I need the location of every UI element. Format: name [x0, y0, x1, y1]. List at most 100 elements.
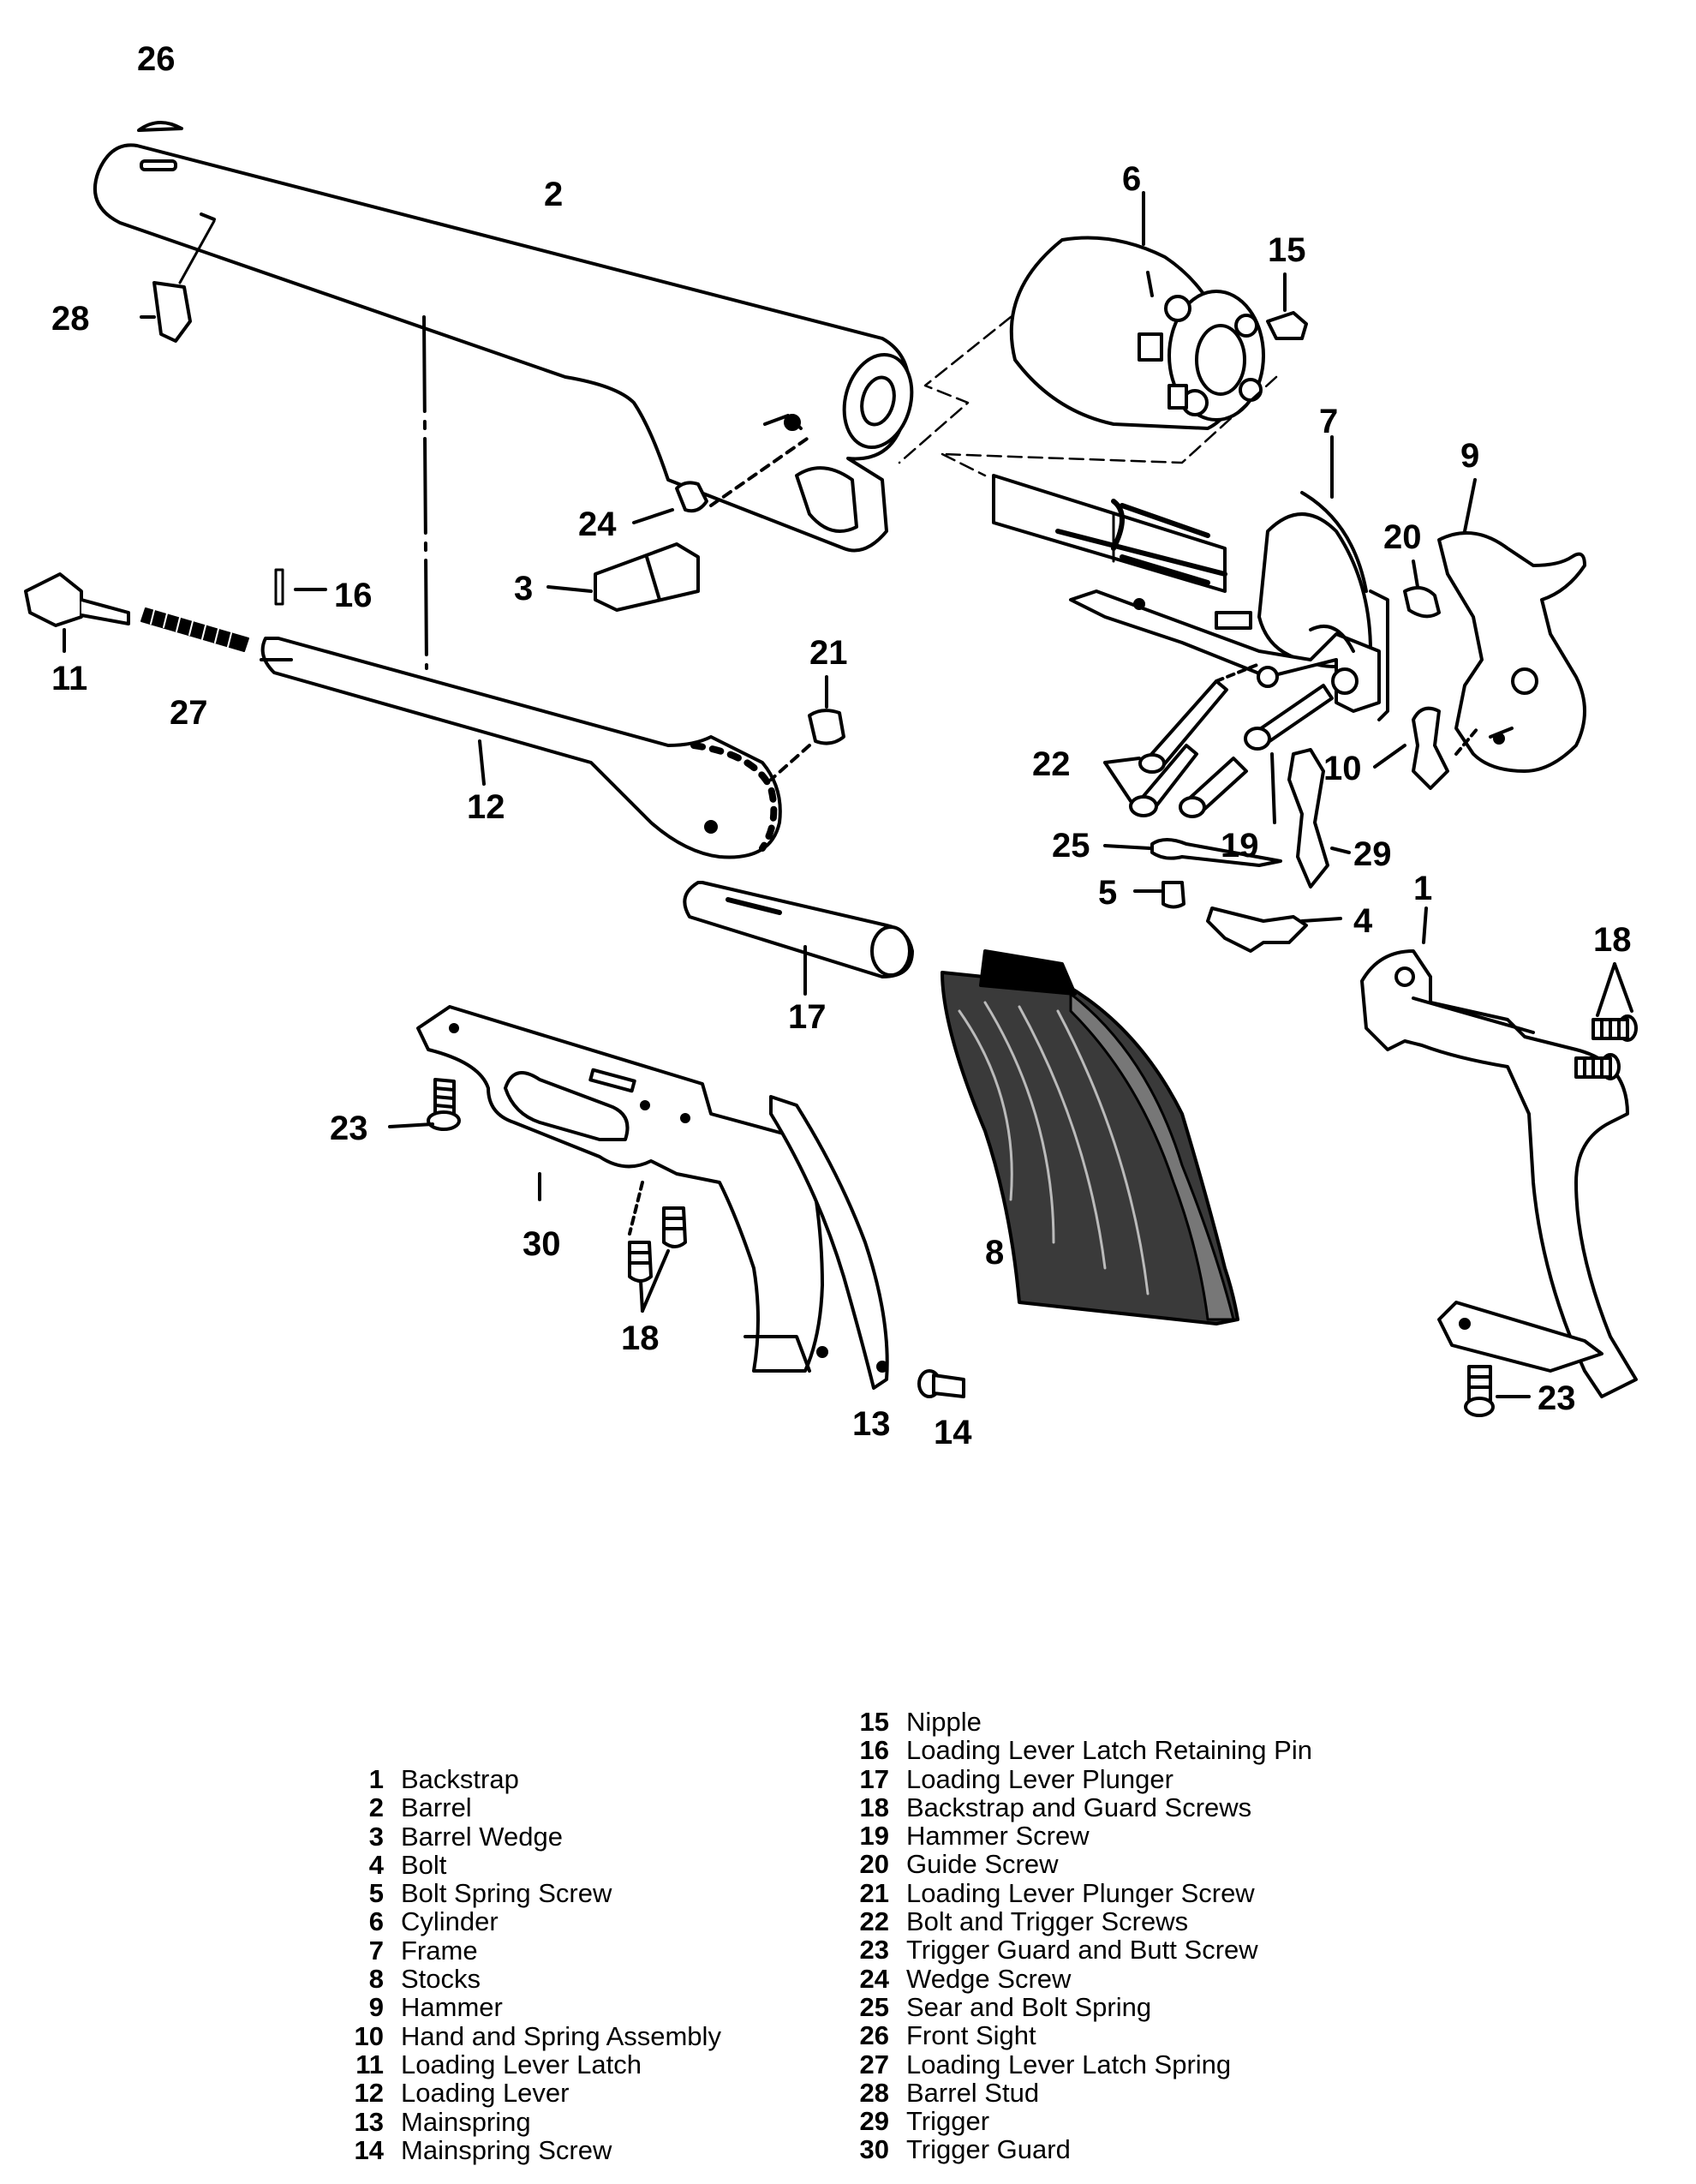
legend-number: 5	[368, 1878, 384, 1909]
part-retaining-pin	[274, 568, 284, 606]
legend-number: 3	[368, 1821, 384, 1852]
callout-4: 4	[1353, 902, 1373, 940]
callout-18-left: 18	[621, 1319, 660, 1357]
legend-label: Bolt	[401, 1849, 447, 1880]
part-plunger-screw	[808, 709, 845, 745]
legend-number: 16	[859, 1735, 889, 1766]
legend-number: 28	[859, 2077, 889, 2108]
legend-number: 23	[859, 1935, 889, 1966]
legend-label: Hammer	[401, 1992, 503, 2023]
legend-number: 27	[859, 2049, 889, 2079]
legend-number: 1	[368, 1764, 384, 1794]
parts-legend-right: 15 Nipple 16 Loading Lever Latch Retaining…	[848, 1708, 1312, 2164]
callout-20: 20	[1383, 518, 1422, 556]
callout-29: 29	[1353, 835, 1392, 873]
part-trigger	[1287, 748, 1329, 889]
legend-label: Bolt Spring Screw	[401, 1878, 612, 1909]
part-cylinder	[1009, 236, 1265, 430]
legend-label: Barrel	[401, 1792, 472, 1823]
callout-23-right: 23	[1538, 1379, 1576, 1417]
part-bolt-spring-screw	[1162, 881, 1185, 909]
part-barrel-stud	[152, 281, 192, 343]
legend-number: 17	[859, 1763, 889, 1794]
legend-number: 30	[859, 2134, 889, 2165]
legend-label: Trigger	[906, 2106, 990, 2137]
part-guard-screws-lower	[628, 1206, 687, 1283]
legend-number: 24	[859, 1963, 889, 1994]
part-wedge-screw	[675, 481, 708, 513]
legend-label: Sear and Bolt Spring	[906, 1991, 1152, 2022]
legend-number: 22	[859, 1906, 889, 1937]
legend-item: 23 Trigger Guard and Butt Screw	[848, 1935, 1312, 1966]
legend-label: Nipple	[906, 1707, 982, 1737]
legend-number: 21	[859, 1877, 889, 1908]
callout-22: 22	[1032, 745, 1071, 783]
callout-23-left: 23	[330, 1110, 368, 1147]
legend-label: Hammer Screw	[906, 1821, 1090, 1852]
part-butt-screw-right	[1464, 1365, 1495, 1417]
callout-16: 16	[334, 577, 373, 614]
callout-9: 9	[1460, 437, 1479, 475]
part-guide-screw	[1403, 586, 1441, 619]
callout-14: 14	[934, 1414, 972, 1451]
legend-label: Barrel Stud	[906, 2077, 1040, 2108]
legend-item: 16 Loading Lever Latch Retaining Pin	[848, 1735, 1312, 1766]
legend-label: Mainspring	[401, 2106, 531, 2137]
part-mainspring-screw	[917, 1369, 965, 1398]
legend-number: 18	[859, 1792, 889, 1822]
legend-number: 26	[859, 2020, 889, 2051]
legend-item: 24 Wedge Screw	[848, 1963, 1312, 1994]
legend-number: 13	[354, 2106, 384, 2137]
callout-10: 10	[1323, 750, 1362, 787]
part-loading-lever-latch	[24, 572, 130, 627]
legend-number: 15	[859, 1707, 889, 1737]
callout-17: 17	[788, 998, 827, 1036]
callout-1: 1	[1413, 870, 1432, 907]
callout-27: 27	[170, 694, 208, 732]
callout-12: 12	[467, 788, 505, 826]
legend-item: 30 Trigger Guard	[848, 2134, 1312, 2165]
legend-number: 25	[859, 1991, 889, 2022]
part-loading-lever-plunger	[683, 881, 914, 978]
callout-19: 19	[1221, 827, 1259, 865]
callout-28: 28	[51, 300, 90, 338]
legend-number: 20	[859, 1849, 889, 1880]
legend-label: Wedge Screw	[906, 1963, 1072, 1994]
legend-label: Frame	[401, 1935, 478, 1966]
part-mainspring	[769, 1095, 889, 1390]
legend-number: 19	[859, 1821, 889, 1852]
legend-item: 15 Nipple	[848, 1707, 1312, 1737]
legend-number: 12	[354, 2078, 384, 2109]
legend-item: 27 Loading Lever Latch Spring	[848, 2049, 1312, 2079]
legend-label: Trigger Guard	[906, 2134, 1071, 2165]
callout-21: 21	[809, 634, 848, 672]
callout-13: 13	[852, 1405, 891, 1443]
legend-label: Loading Lever Latch Spring	[906, 2049, 1232, 2079]
part-sear-bolt-spring	[1150, 838, 1282, 867]
callout-11: 11	[51, 660, 87, 697]
callout-7: 7	[1319, 403, 1338, 440]
legend-item: 25 Sear and Bolt Spring	[848, 1991, 1312, 2022]
part-stocks	[941, 949, 1239, 1325]
callout-30: 30	[523, 1225, 561, 1263]
legend-label: Trigger Guard and Butt Screw	[906, 1935, 1258, 1966]
callout-2: 2	[544, 176, 563, 213]
legend-label: Loading Lever Latch Retaining Pin	[906, 1735, 1312, 1766]
callout-24: 24	[578, 506, 617, 543]
part-latch-spring	[140, 607, 249, 652]
exploded-parts-diagram: 26 2 28 6 15 24 3 7 9 20 16 11 27 21 12 …	[24, 40, 1638, 1451]
legend-number: 8	[368, 1964, 384, 1995]
